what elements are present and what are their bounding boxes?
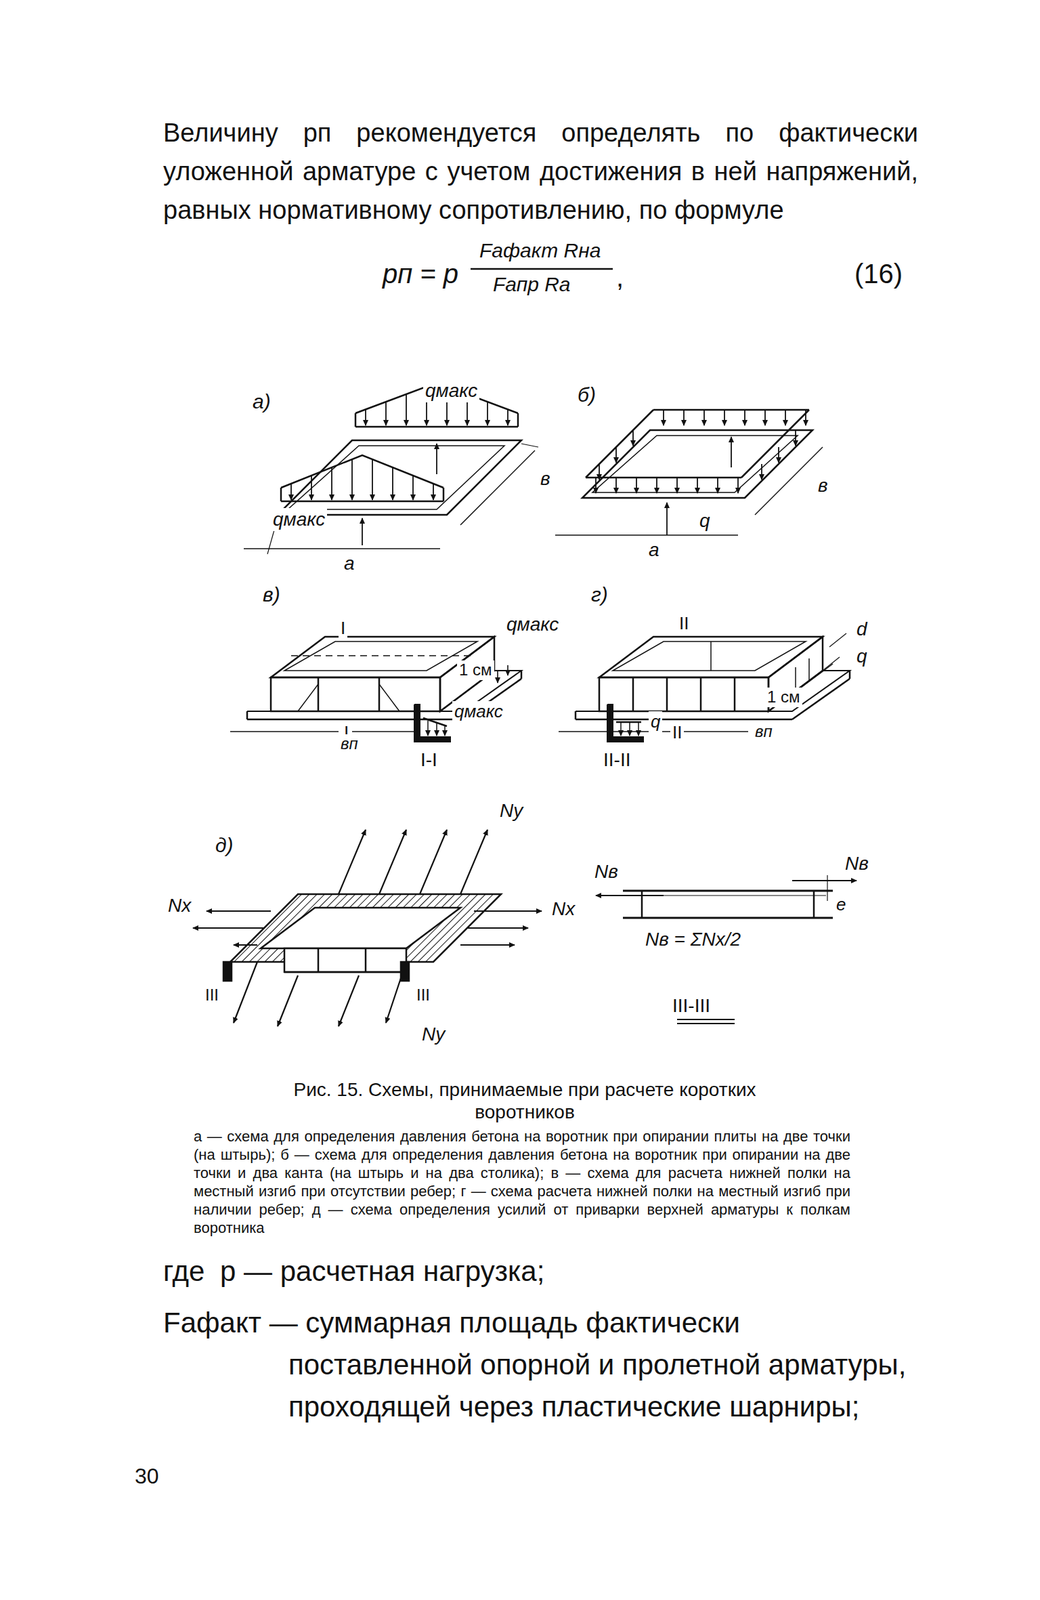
figure-label: а — [646, 538, 662, 562]
figure-label: q — [697, 509, 713, 533]
figure-label: 1 см — [765, 687, 803, 707]
figure-label: в) — [260, 582, 283, 607]
figure-label: а — [341, 551, 357, 575]
figure-label: в — [815, 473, 831, 497]
figure-label: qмакс — [452, 700, 506, 722]
figure-label: Ny — [497, 798, 525, 822]
figure-label: Fафакт Rна — [477, 238, 603, 263]
figure-label: д) — [213, 832, 236, 858]
figure-label: где — [163, 1253, 205, 1288]
figure-label: Nв = ΣNx/2 — [643, 927, 743, 951]
figure-label: d — [854, 617, 870, 641]
figure-label: в — [538, 467, 553, 491]
figure-label: Nx — [549, 897, 577, 921]
figure-label: Nв — [842, 851, 871, 875]
figure-label: qмакс — [270, 507, 328, 531]
figure-label: 1 см — [457, 660, 495, 680]
figure-label: 30 — [132, 1462, 162, 1489]
figure-label: б) — [575, 382, 598, 407]
figure-label: q — [648, 710, 663, 732]
figure-label: Nв — [592, 859, 621, 883]
figure-label: qмакс — [423, 379, 480, 403]
figure-label: pп = p — [382, 257, 459, 290]
body-text: Величину pп рекомендуется определять по … — [163, 113, 919, 230]
figure-label: II — [670, 721, 684, 743]
scheme-g — [558, 633, 850, 742]
scheme-d — [192, 829, 542, 1026]
scheme-v — [230, 636, 522, 742]
scheme-a — [243, 382, 539, 554]
figure-label: Nx — [165, 893, 193, 917]
figure-label: г) — [589, 582, 611, 607]
figure-label: q — [854, 644, 870, 668]
body-text: Fафакт — суммарная площадь фактически по… — [163, 1301, 915, 1428]
figure-label: I-I — [418, 748, 440, 772]
figure-caption: Рис. 15. Схемы, принимаемые при расчете … — [247, 1077, 803, 1123]
figure-label: e — [834, 893, 848, 915]
figure-label: Fапр Rа — [490, 272, 573, 297]
figure-label: II-II — [601, 748, 633, 772]
figure-label: III — [414, 985, 432, 1005]
figure-label: II — [677, 612, 691, 634]
figure-label: , — [616, 260, 624, 294]
figure-label: (16) — [854, 257, 903, 290]
body-text: а — схема для определения давления бетон… — [193, 1126, 851, 1237]
figure-label: I — [338, 617, 348, 639]
figure-label: p — расчетная нагрузка; — [220, 1253, 545, 1288]
figure-label: III-III — [670, 993, 713, 1017]
scheme-b — [555, 409, 823, 535]
fraction-bar — [470, 268, 613, 271]
figure-label: вп — [752, 721, 775, 742]
figure-label: вп — [338, 733, 361, 754]
figure-label: Ny — [419, 1022, 447, 1046]
figure-label: qмакс — [504, 612, 561, 636]
figure-label: а) — [250, 389, 273, 414]
section-iii — [595, 874, 857, 1024]
figure-label: III — [203, 985, 221, 1005]
